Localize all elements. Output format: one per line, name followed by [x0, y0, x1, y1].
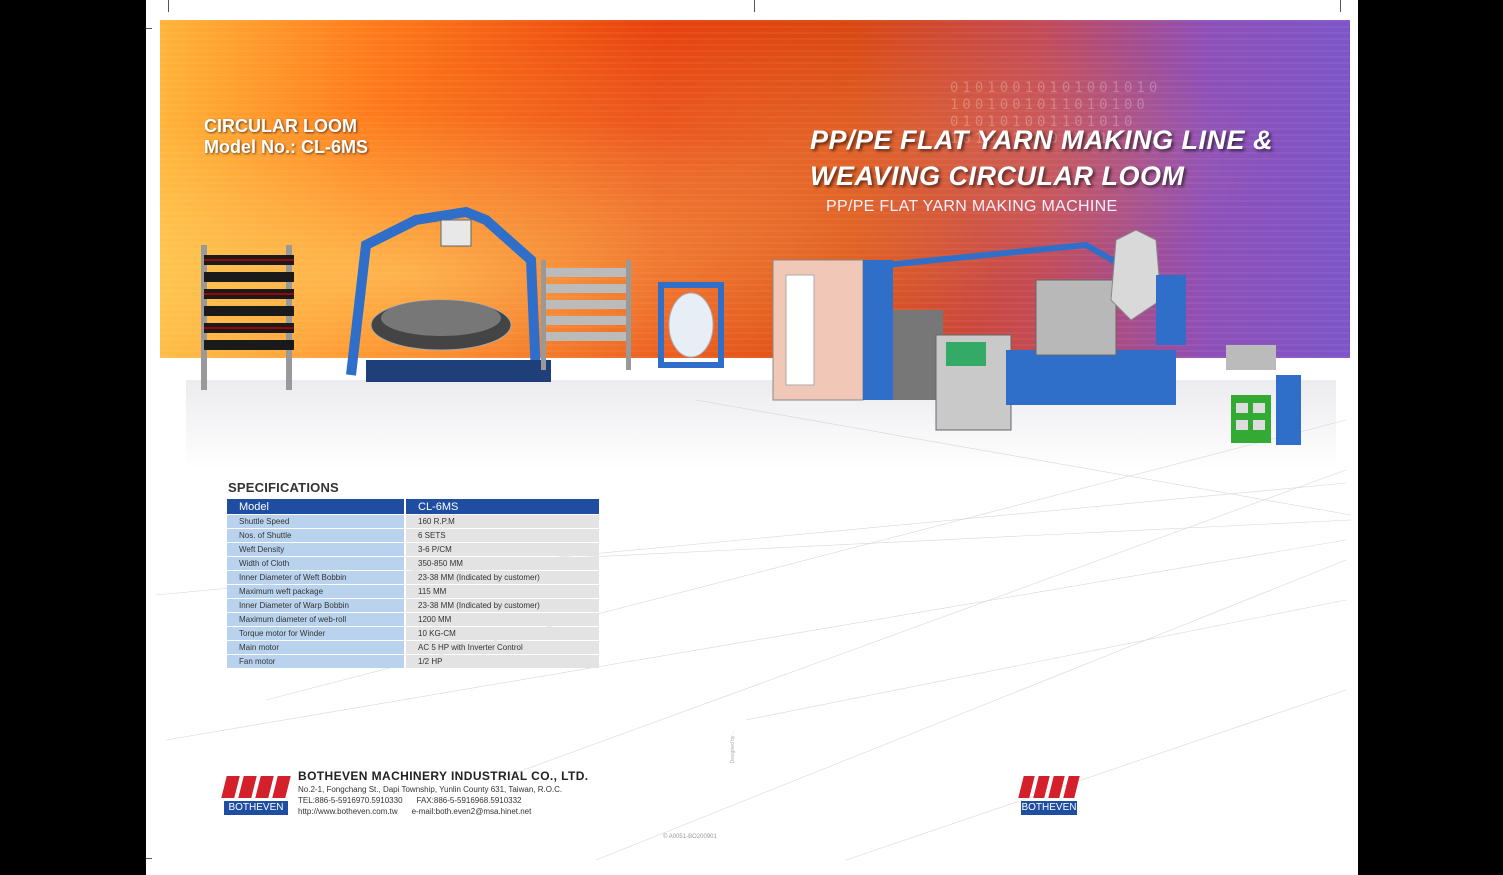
- spec-value: 6 SETS: [404, 529, 599, 542]
- spec-label: Inner Diameter of Weft Bobbin: [227, 571, 404, 584]
- loom-title-line1: CIRCULAR LOOM: [204, 116, 357, 136]
- spec-value: 1200 MM: [404, 613, 599, 626]
- brochure-page: 01010010101001010 1001001011010100 01010…: [146, 0, 1358, 875]
- spec-value: 115 MM: [404, 585, 599, 598]
- company-email-link[interactable]: e-mail:both.even2@msa.hinet.net: [411, 807, 532, 816]
- spec-value: 23-38 MM (Indicated by customer): [404, 599, 599, 612]
- crop-mark: [146, 858, 152, 859]
- header-model: Model: [227, 499, 404, 514]
- logo-bars-icon: [1018, 776, 1080, 798]
- crop-mark: [754, 0, 755, 12]
- header-model-value: CL-6MS: [404, 499, 599, 514]
- spec-label: Maximum weft package: [227, 585, 404, 598]
- spec-label: Inner Diameter of Warp Bobbin: [227, 599, 404, 612]
- sub-title: PP/PE FLAT YARN MAKING MACHINE: [826, 198, 1118, 215]
- company-name: BOTHEVEN MACHINERY INDUSTRIAL CO., LTD.: [298, 769, 589, 783]
- spec-value: 1/2 HP: [404, 655, 599, 668]
- spec-label: Main motor: [227, 641, 404, 654]
- spec-label: Width of Cloth: [227, 557, 404, 570]
- spec-label: Torque motor for Winder: [227, 627, 404, 640]
- specifications-title: SPECIFICATIONS: [228, 480, 339, 495]
- spec-label: Maximum diameter of web-roll: [227, 613, 404, 626]
- botheven-logo: BOTHEVEN: [221, 776, 291, 815]
- loom-title: CIRCULAR LOOM Model No.: CL-6MS: [204, 116, 368, 158]
- company-address: No.2-1, Fongchang St., Dapi Township, Yu…: [298, 785, 563, 794]
- spec-label: Shuttle Speed: [227, 515, 404, 528]
- logo-text: BOTHEVEN: [224, 801, 288, 815]
- spec-value: 160 R.P.M: [404, 515, 599, 528]
- company-info: BOTHEVEN MACHINERY INDUSTRIAL CO., LTD. …: [298, 769, 589, 817]
- spec-value: 23-38 MM (Indicated by customer): [404, 571, 599, 584]
- contact-row: TEL:886-5-5916970.5910330 FAX:886-5-5916…: [298, 795, 589, 806]
- catalog-code: © A0051-BO200901: [663, 834, 717, 840]
- crop-mark: [146, 28, 152, 29]
- spec-value: 350-850 MM: [404, 557, 599, 570]
- logo-bars-icon: [221, 776, 291, 798]
- company-fax: FAX:886-5-5916968.5910332: [416, 796, 522, 805]
- spec-value: 3-6 P/CM: [404, 543, 599, 556]
- binary-pattern: 01010010101001010 1001001011010100 01010…: [950, 80, 1162, 147]
- logo-text: BOTHEVEN: [1021, 801, 1077, 815]
- spec-label: Weft Density: [227, 543, 404, 556]
- company-tel: TEL:886-5-5916970.5910330: [298, 796, 403, 805]
- winder: [658, 282, 724, 368]
- web-row: http://www.botheven.com.tw e-mail:both.e…: [298, 806, 589, 817]
- circular-loom: [346, 206, 551, 382]
- spec-label: Fan motor: [227, 655, 404, 668]
- company-website-link[interactable]: http://www.botheven.com.tw: [298, 807, 398, 816]
- extrusion-line: [772, 229, 1301, 445]
- spec-label: Nos. of Shuttle: [227, 529, 404, 542]
- crop-mark: [168, 0, 169, 12]
- main-title: PP/PE FLAT YARN MAKING LINE & WEAVING CI…: [810, 122, 1273, 194]
- loom-model-line: Model No.: CL-6MS: [204, 137, 368, 157]
- spec-value: AC 5 HP with Inverter Control: [404, 641, 599, 654]
- machinery-photo: [201, 206, 1301, 445]
- main-title-line1: PP/PE FLAT YARN MAKING LINE &: [810, 125, 1274, 155]
- bobbin-creel-left: [201, 245, 294, 390]
- spec-value: 10 KG-CM: [404, 627, 599, 640]
- designer-credit: Designed by ...: [730, 730, 736, 764]
- bobbin-creel-right: [541, 260, 631, 370]
- main-title-line2: WEAVING CIRCULAR LOOM: [810, 161, 1185, 191]
- botheven-logo-back: BOTHEVEN: [1018, 776, 1080, 815]
- table-header-row: Model CL-6MS: [227, 499, 599, 514]
- crop-mark: [1340, 0, 1341, 12]
